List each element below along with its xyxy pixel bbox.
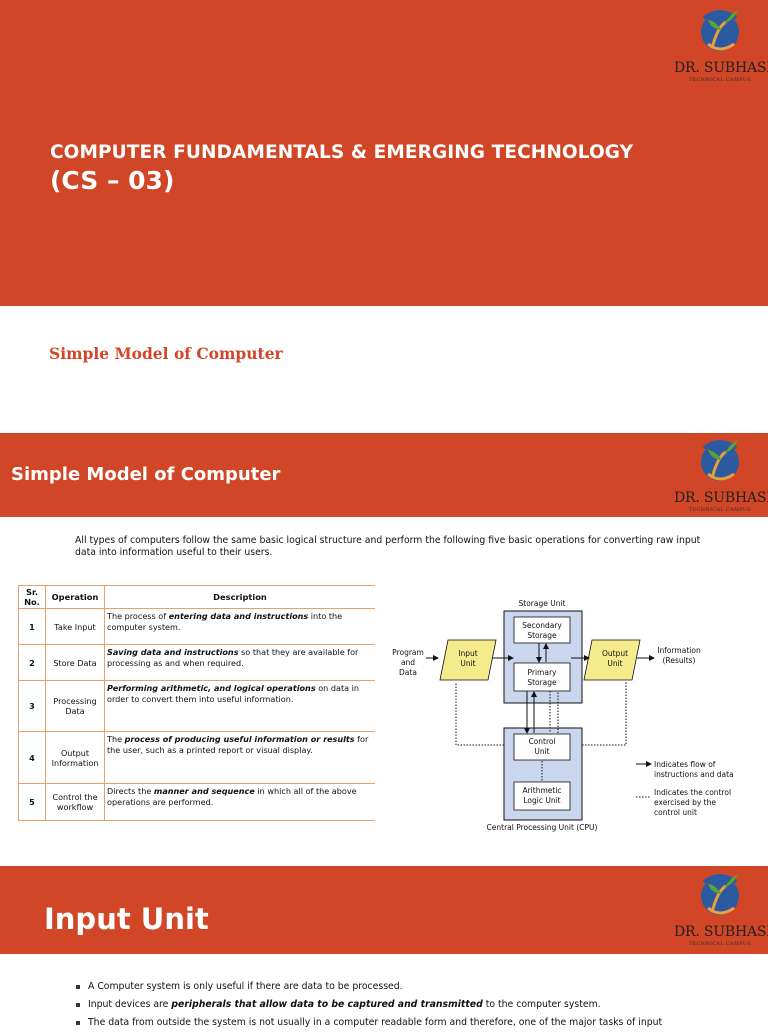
svg-text:Unit: Unit bbox=[460, 659, 475, 668]
table-row: 3 Processing Data Performing arithmetic,… bbox=[18, 680, 375, 732]
svg-text:Arithmetic: Arithmetic bbox=[522, 786, 561, 795]
course-title: COMPUTER FUNDAMENTALS & EMERGING TECHNOL… bbox=[50, 142, 634, 163]
svg-text:Primary: Primary bbox=[528, 668, 558, 677]
svg-text:instructions and data: instructions and data bbox=[654, 770, 734, 779]
intro-paragraph: All types of computers follow the same b… bbox=[75, 535, 701, 558]
svg-text:Control: Control bbox=[528, 737, 555, 746]
row-description: The process of entering data and instruc… bbox=[104, 608, 375, 645]
row-operation: Control the workflow bbox=[45, 783, 105, 821]
header-operation: Operation bbox=[45, 585, 105, 609]
campus-logo: DR. SUBHASH TECHNICAL CAMPUS bbox=[674, 4, 768, 84]
header-description: Description bbox=[104, 585, 375, 609]
input-unit-box bbox=[439, 639, 497, 681]
slide3-title: Input Unit bbox=[44, 902, 209, 936]
secondary-storage-box bbox=[513, 616, 571, 644]
svg-text:(Results): (Results) bbox=[663, 656, 696, 665]
campus-logo: DR. SUBHASH TECHNICAL CAMPUS bbox=[674, 868, 768, 948]
svg-text:Information: Information bbox=[657, 646, 701, 655]
table-row: 4 Output Information The process of prod… bbox=[18, 731, 375, 784]
row-operation: Take Input bbox=[45, 608, 105, 645]
logo-subtitle: TECHNICAL CAMPUS bbox=[688, 941, 752, 947]
table-row: 2 Store Data Saving data and instruction… bbox=[18, 644, 375, 681]
svg-text:Logic Unit: Logic Unit bbox=[523, 796, 560, 805]
svg-text:Program: Program bbox=[392, 648, 424, 657]
output-unit-box bbox=[583, 639, 641, 681]
row-description: The process of producing useful informat… bbox=[104, 731, 375, 784]
svg-text:Unit: Unit bbox=[607, 659, 622, 668]
primary-storage-box bbox=[513, 662, 571, 692]
table-row: 1 Take Input The process of entering dat… bbox=[18, 608, 375, 645]
row-sr: 2 bbox=[18, 644, 46, 681]
list-item: A Computer system is only useful if ther… bbox=[74, 980, 764, 998]
logo-emblem-icon bbox=[701, 440, 739, 481]
row-sr: 4 bbox=[18, 731, 46, 784]
row-operation: Output Information bbox=[45, 731, 105, 784]
header-sr-no: Sr. No. bbox=[18, 585, 46, 609]
logo-subtitle: TECHNICAL CAMPUS bbox=[688, 77, 752, 83]
logo-name: DR. SUBHASH bbox=[674, 490, 768, 506]
logo-name: DR. SUBHASH bbox=[674, 924, 768, 940]
svg-text:Data: Data bbox=[399, 668, 417, 677]
storage-unit-label: Storage Unit bbox=[519, 599, 566, 608]
input-unit-bullets: A Computer system is only useful if ther… bbox=[74, 980, 764, 1034]
svg-text:Storage: Storage bbox=[527, 631, 557, 640]
svg-text:Output: Output bbox=[602, 649, 628, 658]
row-description: Performing arithmetic, and logical opera… bbox=[104, 680, 375, 732]
row-sr: 1 bbox=[18, 608, 46, 645]
title-slide: COMPUTER FUNDAMENTALS & EMERGING TECHNOL… bbox=[0, 0, 768, 306]
slide2-header-band bbox=[0, 433, 768, 517]
svg-text:Unit: Unit bbox=[534, 747, 549, 756]
list-item: The data from outside the system is not … bbox=[74, 1016, 764, 1034]
svg-text:exercised by the: exercised by the bbox=[654, 798, 716, 807]
svg-text:control unit: control unit bbox=[654, 808, 697, 817]
operations-table: Sr. No. Operation Description 1 Take Inp… bbox=[18, 585, 375, 821]
computer-model-diagram: Storage Unit Secondary Storage Primary S… bbox=[386, 590, 768, 840]
logo-emblem-icon bbox=[701, 10, 739, 51]
control-unit-box bbox=[513, 733, 571, 761]
logo-subtitle: TECHNICAL CAMPUS bbox=[688, 507, 752, 513]
row-operation: Store Data bbox=[45, 644, 105, 681]
row-description: Saving data and instructions so that the… bbox=[104, 644, 375, 681]
row-operation: Processing Data bbox=[45, 680, 105, 732]
svg-text:Indicates the control: Indicates the control bbox=[654, 788, 731, 797]
section-heading: Simple Model of Computer bbox=[49, 344, 283, 363]
cpu-label: Central Processing Unit (CPU) bbox=[487, 823, 598, 832]
svg-text:Secondary: Secondary bbox=[522, 621, 562, 630]
logo-emblem-icon bbox=[701, 874, 739, 915]
table-header-row: Sr. No. Operation Description bbox=[18, 585, 375, 609]
course-code: (CS – 03) bbox=[50, 166, 175, 195]
list-item: Input devices are peripherals that allow… bbox=[74, 998, 764, 1016]
alu-box bbox=[513, 781, 571, 811]
table-row: 5 Control the workflow Directs the manne… bbox=[18, 783, 375, 821]
logo-name: DR. SUBHASH bbox=[674, 60, 768, 76]
slide3-header-band bbox=[0, 866, 768, 954]
svg-text:Indicates flow of: Indicates flow of bbox=[654, 760, 716, 769]
svg-text:Input: Input bbox=[458, 649, 477, 658]
svg-text:and: and bbox=[401, 658, 415, 667]
campus-logo: DR. SUBHASH TECHNICAL CAMPUS bbox=[674, 434, 768, 514]
svg-text:Storage: Storage bbox=[527, 678, 557, 687]
row-sr: 3 bbox=[18, 680, 46, 732]
row-sr: 5 bbox=[18, 783, 46, 821]
slide2-title: Simple Model of Computer bbox=[11, 464, 281, 485]
row-description: Directs the manner and sequence in which… bbox=[104, 783, 375, 821]
